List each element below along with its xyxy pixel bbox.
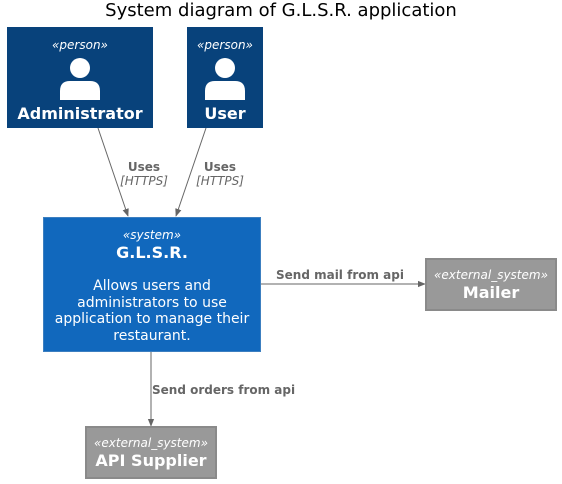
glsr-name: G.L.S.R. xyxy=(116,243,188,262)
edge-label-text: Uses xyxy=(203,160,237,174)
user-name: User xyxy=(204,104,246,123)
administrator-node[interactable]: «person» Administrator xyxy=(7,27,153,128)
mailer-stereotype: «external_system» xyxy=(434,268,548,282)
diagram-title: System diagram of G.L.S.R. application xyxy=(105,0,457,21)
edge-technology-text: [HTTPS] xyxy=(196,174,244,188)
edge-user-to-glsr xyxy=(175,127,207,217)
glsr-description: Allows users and administrators to use a… xyxy=(54,278,250,344)
edge-label-user-uses: Uses [HTTPS] xyxy=(188,160,252,188)
edge-admin-to-glsr xyxy=(97,127,129,217)
administrator-stereotype: «person» xyxy=(52,38,108,52)
api-supplier-name: API Supplier xyxy=(95,451,207,470)
edge-label-send-mail: Send mail from api xyxy=(276,268,404,282)
edge-label-text: Send orders from api xyxy=(152,383,296,397)
administrator-name: Administrator xyxy=(17,104,143,123)
edge-label-text: Uses xyxy=(127,160,161,174)
glsr-system-node[interactable]: «system» G.L.S.R. Allows users and admin… xyxy=(43,217,261,352)
user-stereotype: «person» xyxy=(197,38,253,52)
mailer-node[interactable]: «external_system» Mailer xyxy=(425,258,557,311)
user-node[interactable]: «person» User xyxy=(187,27,263,128)
edge-label-send-orders: Send orders from api xyxy=(152,383,295,397)
edge-label-admin-uses: Uses [HTTPS] xyxy=(112,160,176,188)
glsr-stereotype: «system» xyxy=(122,228,182,242)
api-supplier-node[interactable]: «external_system» API Supplier xyxy=(85,426,217,479)
api-supplier-stereotype: «external_system» xyxy=(94,436,208,450)
person-icon xyxy=(60,58,100,100)
edge-label-text: Send mail from api xyxy=(276,268,404,282)
person-icon xyxy=(205,58,245,100)
mailer-name: Mailer xyxy=(462,283,520,302)
edge-technology-text: [HTTPS] xyxy=(120,174,168,188)
